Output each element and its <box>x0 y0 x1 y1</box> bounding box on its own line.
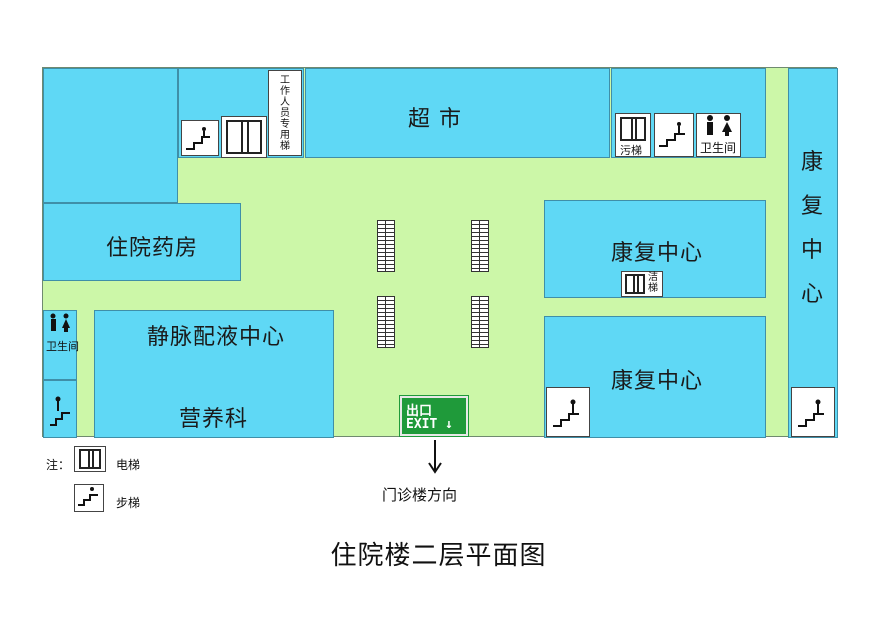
toilet-label-left: 卫生间 <box>46 340 79 353</box>
legend-stairs-label: 步梯 <box>116 496 141 510</box>
waiting-seats <box>471 296 489 348</box>
room-rehab-lower[interactable]: 康复中心 <box>544 316 766 438</box>
exit-sign[interactable]: 出口 EXIT ↓ <box>399 395 469 437</box>
legend-elevator-icon <box>74 446 106 472</box>
toilet-label-top: 卫生间 <box>700 141 737 155</box>
staff-elevator-text: 工作人员专用梯 <box>280 75 290 152</box>
toilet-sign-left: 卫生间 <box>43 310 79 380</box>
dirty-elevator-sign: 污梯 <box>615 113 651 157</box>
stairs-icon <box>659 122 685 147</box>
room-rehab-vertical[interactable]: 康复中心 <box>788 68 838 438</box>
exit-sign-cn: 出口 <box>406 404 433 419</box>
room-iv-nutrition[interactable]: 静脉配液中心 营养科 <box>94 310 334 438</box>
clean-elevator-label: 洁梯 <box>648 272 658 294</box>
room-rehab-upper[interactable]: 康复中心 洁梯 <box>544 200 766 298</box>
toilet-icon <box>50 313 70 332</box>
waiting-seats <box>471 220 489 272</box>
legend-prefix: 注： <box>46 458 71 472</box>
supermarket-label: 超 市 <box>408 107 462 132</box>
stairs-icon-box <box>791 387 835 437</box>
nutrition-label: 营养科 <box>179 407 249 432</box>
iv-center-label: 静脉配液中心 <box>147 325 286 350</box>
elevator-icon <box>625 274 645 294</box>
elevator-icon <box>79 449 101 469</box>
legend-elevator-label: 电梯 <box>116 458 141 472</box>
room-block-top-left <box>43 68 178 203</box>
room-pharmacy[interactable]: 住院药房 <box>43 203 241 281</box>
outpatient-direction-label: 门诊楼方向 <box>382 486 458 504</box>
exit-sign-en: EXIT ↓ <box>406 417 453 432</box>
stairs-icon <box>78 487 98 506</box>
pharmacy-label: 住院药房 <box>106 236 199 261</box>
stairs-icon <box>186 127 210 150</box>
legend-stairs-icon <box>74 484 104 512</box>
stairs-icon <box>798 399 824 427</box>
room-services-top-right: 污梯 卫生间 <box>611 68 766 158</box>
floor-plan: 住院药房 工作人员专用梯 超 市 污梯 <box>42 67 838 438</box>
stairs-icon-box <box>181 120 219 156</box>
down-arrow-icon <box>428 440 442 474</box>
elevator-icon <box>226 120 262 154</box>
stairs-icon <box>553 399 579 427</box>
rehab-vertical-label: 康复中心 <box>800 150 823 307</box>
waiting-seats <box>377 220 395 272</box>
dirty-elevator-label: 污梯 <box>620 144 642 157</box>
staff-elevator-sign: 工作人员专用梯 <box>268 70 302 156</box>
rehab-lower-label: 康复中心 <box>611 369 704 394</box>
page-title: 住院楼二层平面图 <box>330 541 547 571</box>
room-supermarket[interactable]: 超 市 <box>305 68 610 158</box>
stairs-icon <box>50 396 70 426</box>
stairs-icon-box <box>654 113 694 157</box>
clean-elevator-sign: 洁梯 <box>621 271 663 297</box>
elevator-icon <box>620 117 646 141</box>
toilet-icon <box>707 115 732 136</box>
toilet-sign-top: 卫生间 <box>696 113 741 157</box>
stairs-icon-box <box>546 387 590 437</box>
waiting-seats <box>377 296 395 348</box>
elevator-icon-box <box>221 116 267 158</box>
rehab-upper-label: 康复中心 <box>611 241 704 266</box>
stairs-icon-box-left <box>43 380 77 438</box>
